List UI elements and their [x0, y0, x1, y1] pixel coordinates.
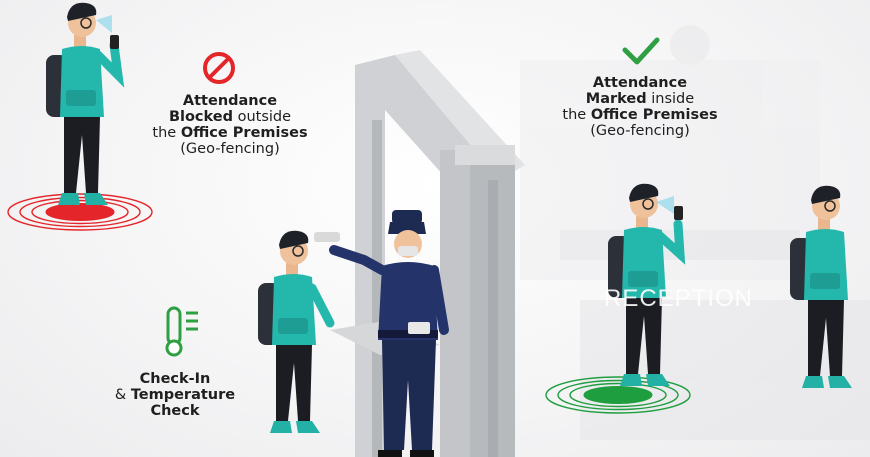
- caption-text: the: [562, 107, 591, 123]
- caption-text: (Geo-fencing): [180, 141, 280, 157]
- caption-text: the: [152, 125, 181, 141]
- marked-zone-ring: [545, 376, 691, 414]
- caption-text: &: [114, 387, 131, 403]
- caption-text: Temperature: [130, 387, 236, 403]
- temperature-check-caption: Check-In & Temperature Check: [90, 371, 260, 419]
- caption-text: Office Premises: [180, 125, 308, 141]
- blocked-icon: [203, 52, 235, 84]
- reception-sign: RECEPTION: [604, 285, 754, 312]
- person-marked: [607, 183, 686, 387]
- caption-text: Office Premises: [590, 107, 718, 123]
- turnstile-gate: [330, 50, 525, 457]
- blocked-zone-ring: [7, 193, 153, 231]
- caption-text: Check: [150, 403, 200, 419]
- caption-text: Marked: [585, 91, 647, 107]
- phone-icon: [110, 35, 119, 49]
- caption-text: outside: [232, 109, 292, 125]
- caption-text: Blocked: [168, 109, 233, 125]
- caption-text: inside: [646, 91, 695, 107]
- security-guard: [314, 210, 449, 457]
- caption-text: Check-In: [139, 371, 211, 387]
- person-blocked: [45, 2, 125, 206]
- person-temperature-check: [257, 230, 335, 434]
- check-icon: [622, 37, 660, 65]
- caption-text: Attendance: [182, 93, 278, 109]
- thermometer-icon: [165, 306, 198, 357]
- thermometer-gun-icon: [314, 232, 340, 242]
- attendance-marked-caption: Attendance Marked inside the Office Prem…: [540, 75, 740, 139]
- attendance-blocked-caption: Attendance Blocked outside the Office Pr…: [140, 93, 320, 157]
- phone-icon: [674, 206, 683, 220]
- caption-text: (Geo-fencing): [590, 123, 690, 139]
- caption-text: Attendance: [592, 75, 688, 91]
